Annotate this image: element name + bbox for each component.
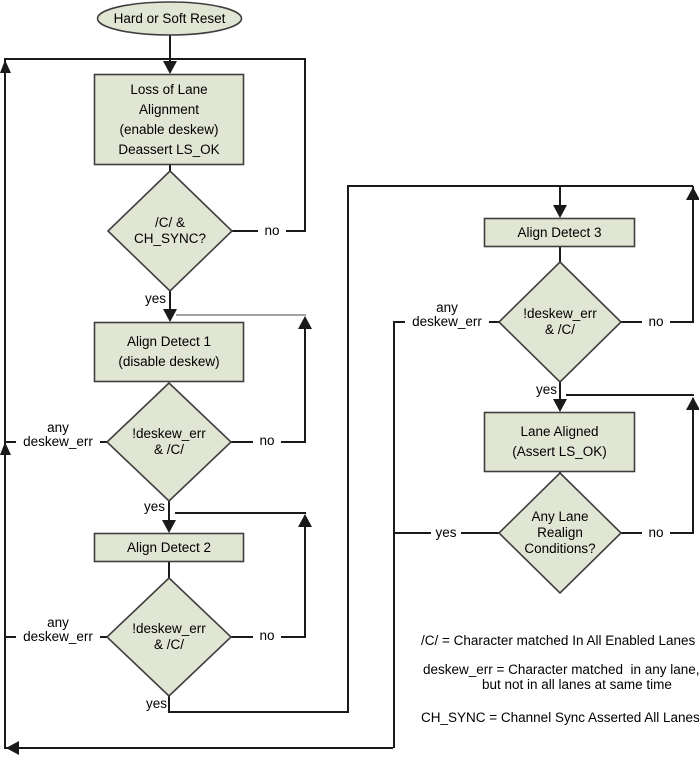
arrowhead-into-align2 <box>162 520 176 533</box>
arrowhead-into-align1 <box>163 309 177 322</box>
start-oval-label: Hard or Soft Reset <box>113 10 226 26</box>
align-detect-2-box <box>93 532 245 563</box>
deskew-check-1-diamond <box>105 381 233 503</box>
arrowhead-into-lane-aligned <box>553 399 567 412</box>
align-detect-1-box <box>93 321 245 383</box>
align-detect-1-label: Align Detect 1 (disable deskew) <box>118 334 220 369</box>
realign-check-label: Any Lane Realign Conditions? <box>524 509 596 556</box>
sync-check-diamond <box>106 169 234 293</box>
deskew-check-2-diamond <box>105 576 233 698</box>
arrowhead-bottom-return <box>6 741 19 755</box>
arrowhead-into-loss-box <box>163 61 177 74</box>
edge-label-any-deskew-1: any deskew_err <box>16 421 100 449</box>
edge-label-yes-1: yes <box>144 291 166 306</box>
loss-of-alignment-label: Loss of Lane Alignment (enable deskew) D… <box>118 81 220 157</box>
arrowhead-no3-loop <box>298 514 312 527</box>
lane-aligned-box <box>483 411 636 473</box>
edge-label-no-4: no <box>642 315 670 329</box>
start-oval <box>96 1 243 36</box>
edge-label-yes-4: yes <box>535 382 557 397</box>
edge-yes3-to-align3 <box>168 185 693 713</box>
legend-deskew-definition: deskew_err = Character matched in any la… <box>423 662 699 677</box>
deskew-check-3-diamond <box>497 260 623 384</box>
arrowhead-into-align3 <box>553 205 567 218</box>
legend-deskew-definition-cont: but not in all lanes at same time <box>482 677 672 692</box>
sync-check-label: /C/ & CH_SYNC? <box>133 215 207 246</box>
edge-label-yes-5: yes <box>431 526 461 540</box>
edge-label-no-2: no <box>253 434 281 448</box>
align-detect-3-label: Align Detect 3 <box>517 224 602 240</box>
realign-check-diamond <box>497 471 623 595</box>
edge-label-any-deskew-3: any deskew_err <box>405 301 489 329</box>
edge-label-no-3: no <box>253 629 281 643</box>
arrowhead-left-return-mid <box>0 442 11 455</box>
arrowhead-no2-loop <box>298 316 312 329</box>
edge-label-no-5: no <box>642 526 670 540</box>
deskew-check-1-label: !deskew_err & /C/ <box>132 426 206 457</box>
legend-c-definition: /C/ = Character matched In All Enabled L… <box>421 633 696 648</box>
deskew-check-3-label: !deskew_err & /C/ <box>523 306 597 337</box>
lane-aligned-label: Lane Aligned (Assert LS_OK) <box>512 424 607 459</box>
edge-label-yes-3: yes <box>145 696 167 711</box>
arrowhead-no5-loop <box>686 397 699 410</box>
arrowhead-left-return-top <box>0 60 11 73</box>
legend-ch-sync-definition: CH_SYNC = Channel Sync Asserted All Lane… <box>421 710 699 725</box>
align-detect-3-box <box>483 217 636 248</box>
arrowhead-no4-loop <box>686 187 699 200</box>
edge-label-any-deskew-2: any deskew_err <box>16 616 100 644</box>
align-detect-2-label: Align Detect 2 <box>126 539 212 555</box>
edge-label-no-1: no <box>258 224 286 238</box>
deskew-check-2-label: !deskew_err & /C/ <box>132 621 206 652</box>
edge-label-yes-2: yes <box>143 499 165 514</box>
loss-of-alignment-box <box>93 73 245 166</box>
